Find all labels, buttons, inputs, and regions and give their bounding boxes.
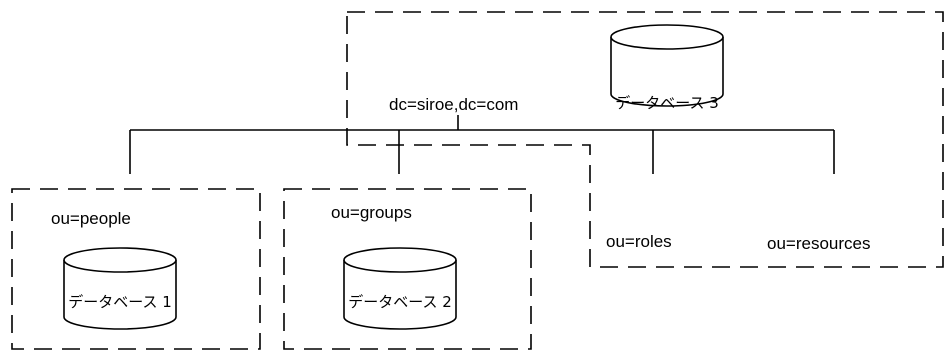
roles-node-label: ou=roles xyxy=(606,232,672,251)
resources-node-label: ou=resources xyxy=(767,234,871,253)
database-2-label: データベース 2 xyxy=(348,293,452,311)
groups-node-label: ou=groups xyxy=(331,203,412,222)
database-3-label: データベース 3 xyxy=(615,94,719,112)
database-2-cylinder xyxy=(343,247,457,330)
database-1-cylinder xyxy=(63,247,177,330)
partition-2-boundary xyxy=(283,188,532,350)
people-node-label: ou=people xyxy=(51,209,131,228)
database-3-cylinder xyxy=(610,24,724,107)
partition-1-boundary xyxy=(11,188,261,350)
partition-3-boundary xyxy=(346,11,944,268)
root-node-label: dc=siroe,dc=com xyxy=(389,95,519,114)
database-1-label: データベース 1 xyxy=(68,293,172,311)
